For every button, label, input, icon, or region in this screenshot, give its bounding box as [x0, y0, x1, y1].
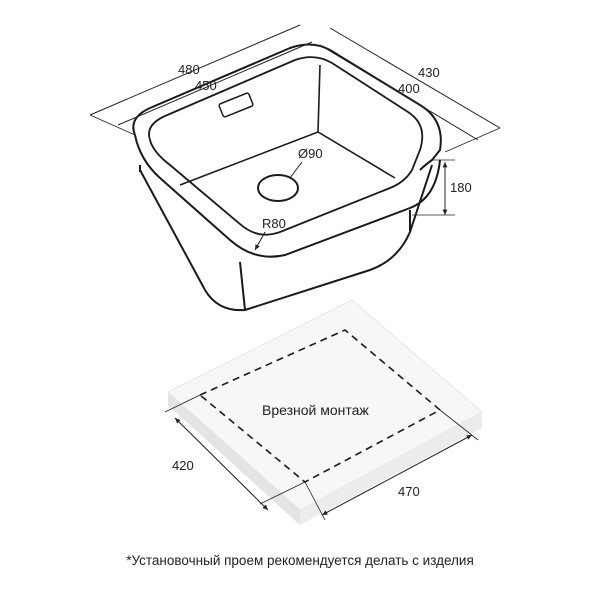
outer-length-label: 480 [178, 62, 200, 77]
brand-plate [218, 92, 254, 118]
dim-outer-length [89, 24, 301, 136]
radius-leader [254, 231, 266, 251]
cutout-width-label: 420 [172, 458, 194, 473]
drain-leader [289, 161, 303, 179]
footnote: *Установочный проем рекомендуется делать… [126, 553, 474, 568]
inner-width-label: 400 [398, 81, 420, 96]
dim-cutout-width [164, 394, 306, 511]
inner-length-label: 450 [195, 78, 217, 93]
sink-rim-front [134, 134, 441, 258]
sink-bowl-edge [317, 64, 321, 133]
sink-inner-rim [148, 56, 424, 236]
depth-label: 180 [450, 180, 472, 195]
dim-outer-width [329, 27, 501, 153]
sink-outer-body [139, 164, 433, 312]
cutout-label: Врезной монтаж [262, 402, 369, 418]
drain-diameter-label: Ø90 [298, 146, 323, 161]
dim-inner-length [117, 41, 313, 126]
dim-inner-width [319, 44, 479, 141]
dim-cutout-length [304, 409, 479, 521]
cutout-length-label: 470 [398, 484, 420, 499]
cutout-outline [198, 329, 442, 483]
corner-radius-label: R80 [262, 216, 286, 231]
dim-depth [412, 159, 455, 216]
outer-width-label: 430 [418, 65, 440, 80]
sink-front-corner [239, 261, 246, 311]
drain-hole [257, 174, 299, 202]
